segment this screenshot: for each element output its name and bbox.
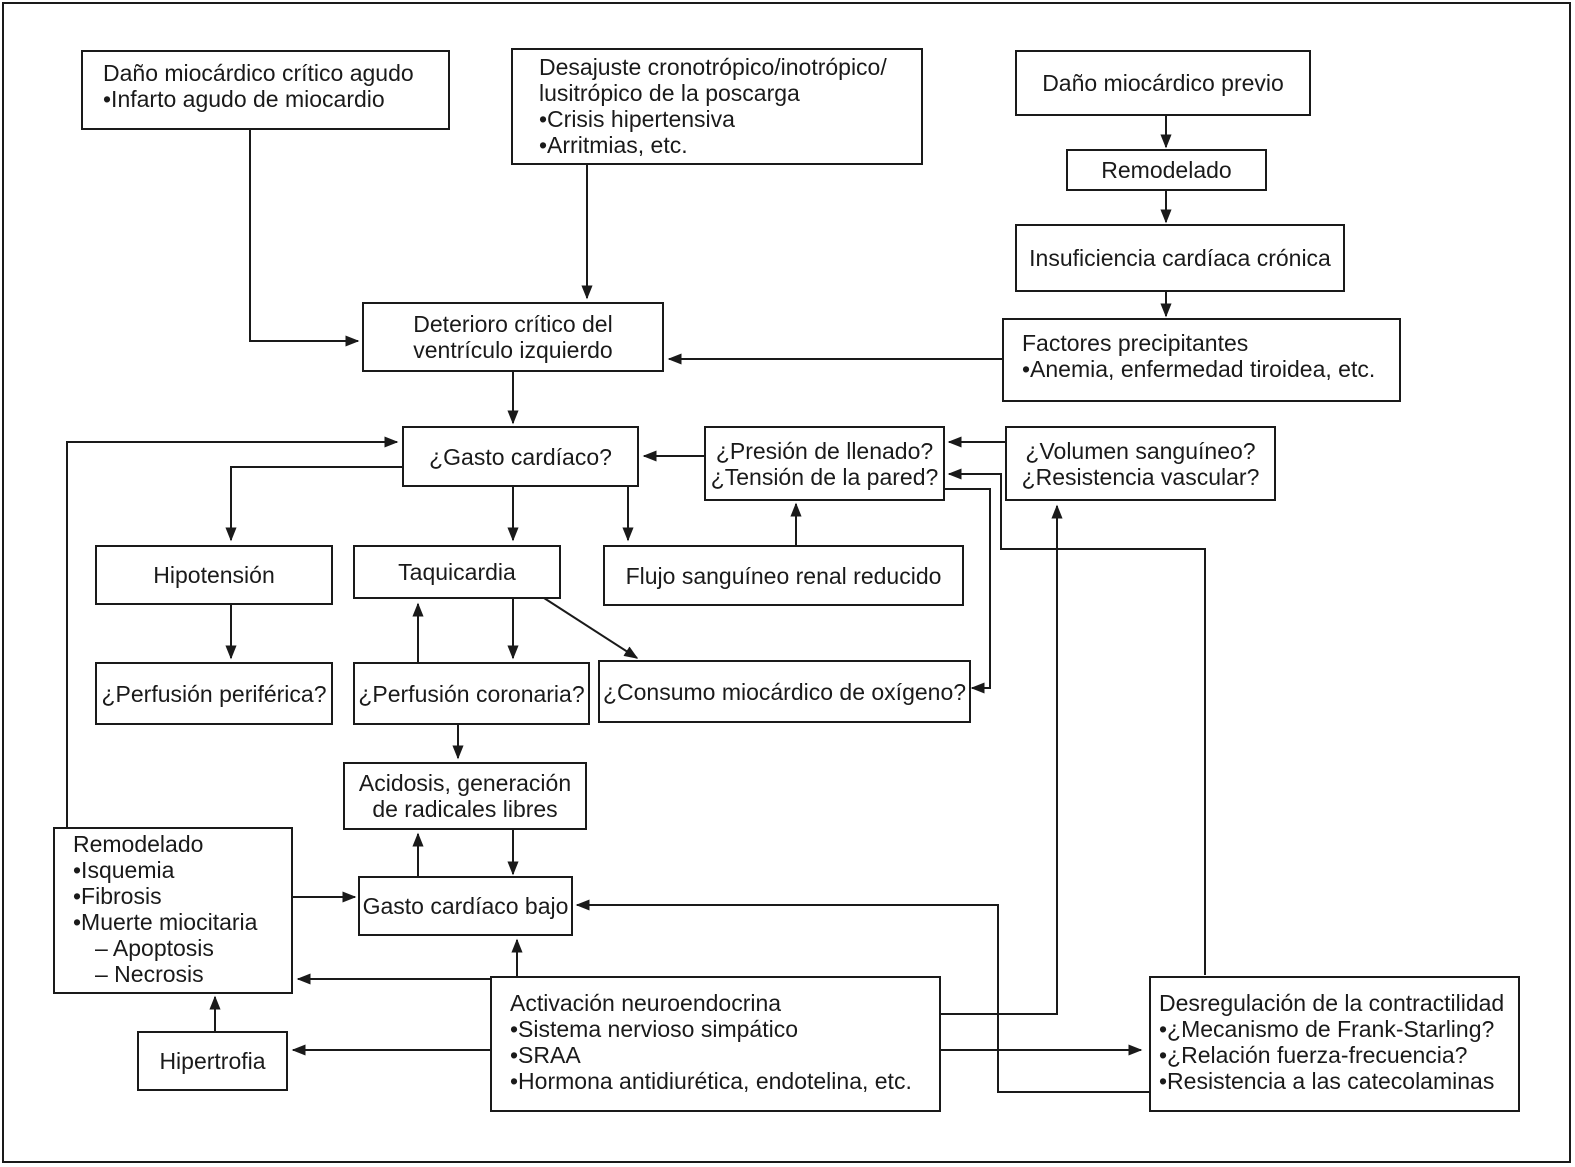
node-desregulacion-line-1: Desregulación de la contractilidad: [1159, 990, 1505, 1016]
node-gasto-bajo-line-1: Gasto cardíaco bajo: [362, 893, 569, 919]
node-remodelado-top: Remodelado: [1066, 149, 1267, 191]
node-remodelado-top-line-1: Remodelado: [1101, 157, 1232, 183]
node-hipotension: Hipotensión: [95, 545, 333, 605]
arrow-contractilidad-to-presion: [947, 468, 1206, 975]
node-remodelado-bottom-line-4: •Muerte miocitaria: [73, 909, 258, 935]
arrow-presion-to-consumo: [943, 488, 991, 694]
node-acidosis: Acidosis, generación de radicales libres: [343, 762, 587, 830]
node-remodelado-bottom-line-6: – Necrosis: [95, 961, 204, 987]
node-desajuste-line-1: Desajuste cronotrópico/inotrópico/: [539, 54, 887, 80]
node-flujo-renal-line-1: Flujo sanguíneo renal reducido: [625, 562, 942, 589]
node-dano-agudo-line-1: Daño miocárdico crítico agudo: [103, 60, 414, 86]
node-remodelado-bottom-line-5: – Apoptosis: [95, 935, 214, 961]
node-acidosis-line-2: de radicales libres: [372, 796, 558, 822]
node-deterioro-ventriculo: Deterioro crítico del ventrículo izquier…: [362, 302, 664, 372]
node-perfusion-periferica: ¿Perfusión periférica?: [95, 662, 333, 725]
node-ic-cronica-line-1: Insuficiencia cardíaca crónica: [1029, 245, 1331, 271]
node-desajuste: Desajuste cronotrópico/inotrópico/ lusit…: [511, 48, 923, 165]
node-volumen-line-1: ¿Volumen sanguíneo?: [1025, 437, 1256, 464]
node-hipertrofia: Hipertrofia: [137, 1031, 288, 1091]
node-remodelado-bottom-line-3: •Fibrosis: [73, 883, 162, 909]
node-activacion-line-4: •Hormona antidiurética, endotelina, etc.: [510, 1068, 912, 1094]
node-flujo-renal: Flujo sanguíneo renal reducido: [603, 545, 964, 606]
node-deterioro-line-1: Deterioro crítico del: [413, 311, 613, 337]
node-taquicardia-line-1: Taquicardia: [398, 559, 516, 585]
node-volumen-line-2: ¿Resistencia vascular?: [1021, 463, 1260, 490]
node-volumen-sanguineo: ¿Volumen sanguíneo? ¿Resistencia vascula…: [1005, 426, 1276, 501]
arrow-taquicardia-to-consumo: [543, 597, 639, 659]
node-deterioro-line-2: ventrículo izquierdo: [413, 337, 613, 363]
node-hipotension-line-1: Hipotensión: [153, 562, 275, 588]
node-perf-coronaria-line-1: ¿Perfusión coronaria?: [358, 680, 585, 707]
node-hipertrofia-line-1: Hipertrofia: [159, 1048, 266, 1074]
node-taquicardia: Taquicardia: [353, 545, 561, 599]
node-desajuste-line-2: lusitrópico de la poscarga: [539, 80, 800, 106]
node-remodelado-bottom-line-2: •Isquemia: [73, 857, 175, 883]
node-desajuste-line-4: •Arritmias, etc.: [539, 132, 688, 158]
node-remodelado-bottom: Remodelado •Isquemia •Fibrosis •Muerte m…: [53, 827, 293, 994]
arrow-gasto-to-hipotension: [225, 466, 448, 542]
node-gasto-cardiaco: ¿Gasto cardíaco?: [402, 426, 639, 487]
node-desregulacion-line-3: •¿Relación fuerza-frecuencia?: [1159, 1042, 1468, 1068]
node-factores-precipitantes: Factores precipitantes •Anemia, enfermed…: [1002, 318, 1401, 402]
node-dano-miocardico-agudo: Daño miocárdico crítico agudo •Infarto a…: [81, 50, 450, 130]
arrow-remodelado-to-gasto: [66, 436, 399, 827]
node-perfusion-coronaria: ¿Perfusión coronaria?: [353, 662, 590, 725]
node-dano-agudo-line-2: •Infarto agudo de miocardio: [103, 86, 385, 112]
node-consumo-oxigeno: ¿Consumo miocárdico de oxígeno?: [598, 660, 971, 723]
node-dano-previo-line-1: Daño miocárdico previo: [1042, 70, 1284, 96]
node-activacion-neuroendocrina: Activación neuroendocrina •Sistema nervi…: [490, 976, 941, 1112]
node-gasto-line-1: ¿Gasto cardíaco?: [429, 443, 612, 470]
node-desregulacion-line-4: •Resistencia a las catecolaminas: [1159, 1068, 1495, 1094]
node-activacion-line-1: Activación neuroendocrina: [510, 990, 782, 1016]
node-desregulacion-line-2: •¿Mecanismo de Frank-Starling?: [1159, 1016, 1495, 1042]
node-factores-line-2: •Anemia, enfermedad tiroidea, etc.: [1022, 356, 1376, 382]
arrow-dano-agudo-to-deterioro: [249, 128, 360, 347]
arrow-contractilidad-to-gasto-bajo: [575, 899, 1151, 1093]
node-desregulacion-contractilidad: Desregulación de la contractilidad •¿Mec…: [1149, 976, 1520, 1112]
node-factores-line-1: Factores precipitantes: [1022, 330, 1249, 356]
node-presion-line-1: ¿Presión de llenado?: [715, 437, 934, 464]
node-consumo-line-1: ¿Consumo miocárdico de oxígeno?: [602, 678, 967, 705]
node-dano-miocardico-previo: Daño miocárdico previo: [1015, 50, 1311, 116]
node-presion-line-2: ¿Tensión de la pared?: [710, 463, 939, 490]
node-insuficiencia-cronica: Insuficiencia cardíaca crónica: [1015, 224, 1345, 292]
arrow-activacion-to-volumen: [938, 504, 1063, 1015]
node-desajuste-line-3: •Crisis hipertensiva: [539, 106, 735, 132]
node-acidosis-line-1: Acidosis, generación: [358, 770, 572, 796]
node-perf-periferica-line-1: ¿Perfusión periférica?: [101, 680, 327, 707]
node-remodelado-bottom-line-1: Remodelado: [73, 831, 204, 857]
node-presion-llenado: ¿Presión de llenado? ¿Tensión de la pare…: [704, 426, 945, 501]
node-gasto-cardiaco-bajo: Gasto cardíaco bajo: [358, 876, 573, 936]
node-activacion-line-3: •SRAA: [510, 1042, 581, 1068]
node-activacion-line-2: •Sistema nervioso simpático: [510, 1016, 798, 1042]
